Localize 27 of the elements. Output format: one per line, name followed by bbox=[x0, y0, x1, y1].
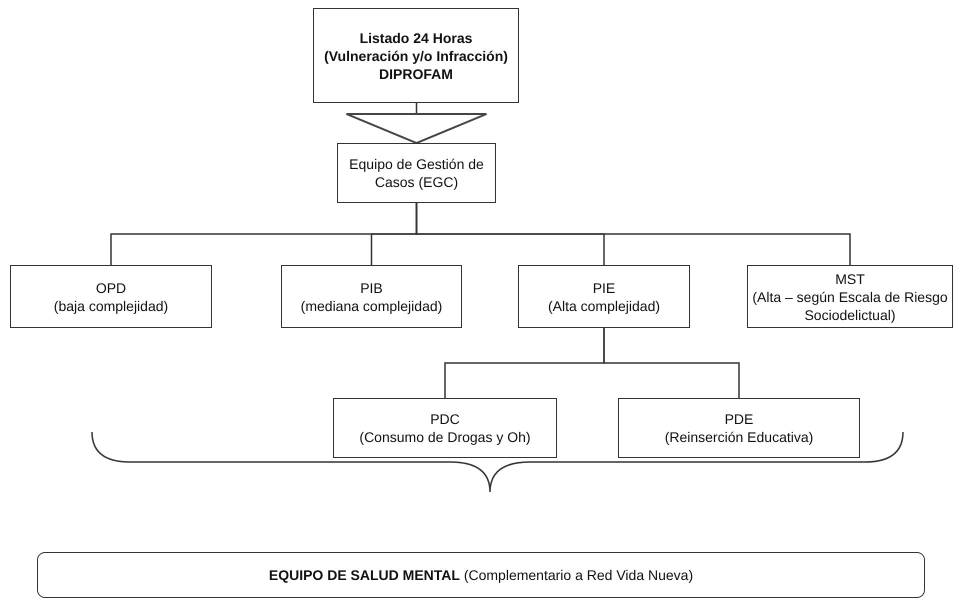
process-box bbox=[747, 265, 953, 328]
node-text: EQUIPO DE SALUD MENTAL (Complementario a Red Vida Nueva) bbox=[268, 566, 694, 584]
node-text: PIB bbox=[360, 278, 383, 296]
connector-line bbox=[603, 328, 740, 398]
summary-box bbox=[37, 552, 925, 598]
process-box bbox=[337, 143, 496, 203]
node-text: OPD bbox=[96, 278, 126, 296]
node-text: (Alta – según Escala de Riesgo Sociodelictual) bbox=[752, 288, 948, 324]
connector-line bbox=[416, 203, 851, 265]
process-box bbox=[313, 8, 519, 103]
arrow bbox=[346, 103, 488, 144]
node-text: PDE bbox=[724, 410, 754, 428]
node-text: Equipo de Gestión de Casos (EGC) bbox=[348, 155, 485, 191]
node-text: PIE bbox=[592, 278, 616, 296]
process-box bbox=[618, 398, 860, 458]
process-box bbox=[281, 265, 462, 328]
process-box bbox=[10, 265, 212, 328]
node-text: (Alta complejidad) bbox=[548, 296, 660, 314]
process-box bbox=[518, 265, 690, 328]
node-text: PDC bbox=[430, 410, 460, 428]
node-text: (Consumo de Drogas y Oh) bbox=[359, 428, 531, 446]
node-text: (baja complejidad) bbox=[54, 296, 168, 314]
node-text: (mediana complejidad) bbox=[300, 296, 442, 314]
node-text: MST bbox=[835, 270, 865, 288]
node-text: (Reinserción Educativa) bbox=[664, 428, 814, 446]
process-box bbox=[333, 398, 557, 458]
node-text: Listado 24 Horas (Vulneración y/o Infracción) DIPROFAM bbox=[323, 28, 509, 82]
